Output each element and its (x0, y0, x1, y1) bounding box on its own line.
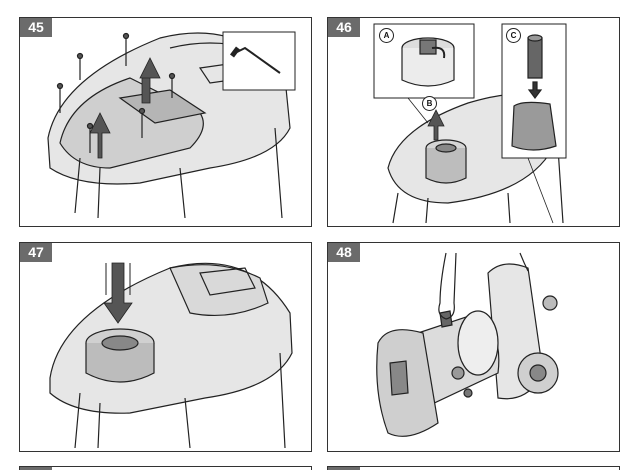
hex-key-icon (230, 46, 281, 74)
step-number: 45 (20, 18, 52, 37)
callout-b: B (422, 96, 437, 111)
step-number: 47 (20, 243, 52, 262)
step-47-panel: 47 (19, 242, 312, 452)
step-45-panel: 45 (19, 17, 312, 227)
lift-arrows (89, 57, 161, 159)
step-46-illustration (373, 23, 567, 224)
next-step-panel-left (19, 466, 312, 470)
callout-a: A (379, 28, 394, 43)
callout-c: C (506, 28, 521, 43)
next-step-panel-right (327, 466, 620, 470)
step-number: 46 (328, 18, 360, 37)
remove-arrow (427, 109, 445, 141)
insert-arrow (103, 262, 133, 324)
step-48-panel: 48 (327, 242, 620, 452)
step-46-panel: 46 A B C (327, 17, 620, 227)
filter-icon (527, 37, 543, 79)
hand-icon (438, 252, 457, 320)
step-48-illustration (376, 252, 559, 437)
filter-bag-icon (511, 101, 557, 151)
step-number: 48 (328, 243, 360, 262)
step-45-illustration (47, 31, 296, 219)
hex-key-inset (222, 31, 296, 91)
step-47-illustration (49, 262, 293, 449)
down-arrow (527, 81, 543, 99)
